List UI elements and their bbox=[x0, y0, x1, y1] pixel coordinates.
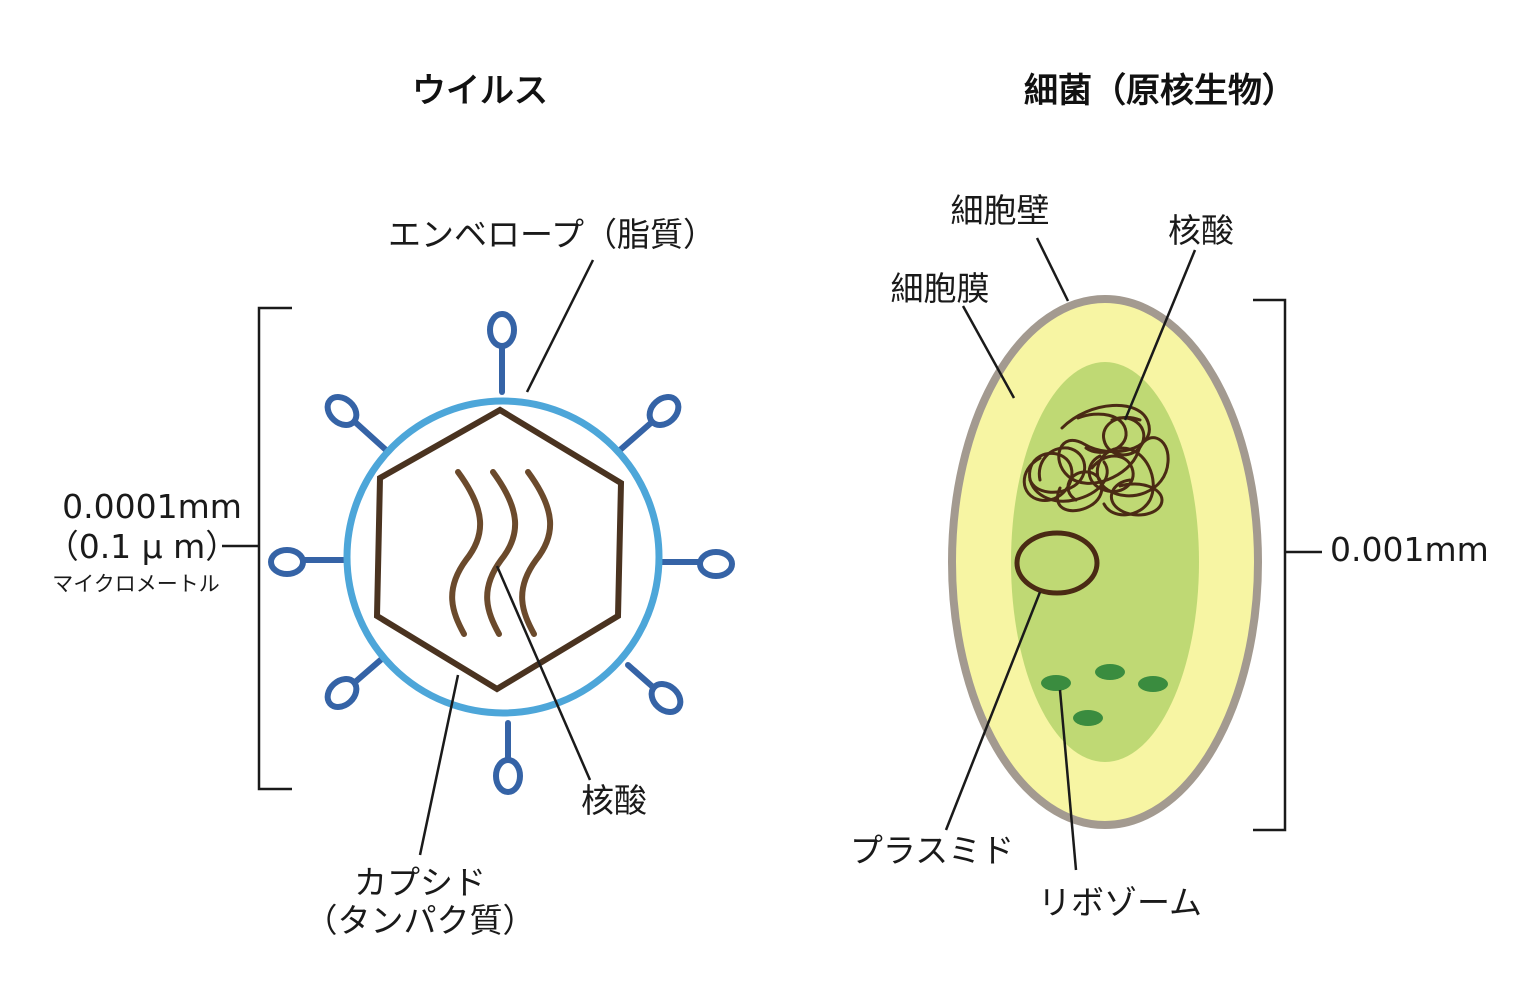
virus-title: ウイルス bbox=[412, 71, 548, 111]
ribosome bbox=[1073, 710, 1103, 726]
cell-membrane-label: 細胞膜 bbox=[890, 269, 990, 308]
ribosome bbox=[1041, 675, 1071, 691]
virus-diagram bbox=[222, 259, 735, 856]
bacteria-title: 細菌（原核生物） bbox=[1024, 71, 1296, 111]
spike-top-right bbox=[617, 394, 682, 453]
bacteria-nucleic-acid-leader bbox=[1123, 249, 1197, 421]
spike-bottom-right bbox=[625, 662, 684, 715]
bacteria-dna bbox=[1022, 403, 1170, 517]
bacteria-diagram bbox=[944, 237, 1322, 871]
spike-top bbox=[487, 311, 517, 395]
plasmid-label: プラスミド bbox=[849, 831, 1015, 870]
virus-size-micrometer: （0.1 μ m） bbox=[45, 527, 239, 566]
bacteria-inner-region bbox=[1011, 362, 1199, 762]
bacteria-size-bracket bbox=[1253, 298, 1322, 832]
cell-wall-leader bbox=[1035, 237, 1070, 302]
bacteria-plasmid bbox=[1014, 530, 1100, 596]
cell-membrane-leader bbox=[961, 305, 1016, 399]
bacteria-leader-lines bbox=[944, 237, 1197, 871]
virus-nucleic-acid bbox=[449, 469, 554, 637]
bacteria-size-label: 0.001mm bbox=[1330, 530, 1489, 569]
spike-left bbox=[268, 547, 349, 577]
capsid-label-line1: カプシド bbox=[354, 863, 486, 902]
spike-bottom bbox=[493, 720, 523, 795]
spike-top-left bbox=[324, 394, 389, 453]
virus-nucleic-acid-leader bbox=[495, 565, 592, 781]
spike-right bbox=[657, 549, 735, 579]
virus-leader-lines bbox=[418, 259, 595, 856]
plasmid-leader bbox=[944, 591, 1042, 831]
virus-nucleic-acid-label: 核酸 bbox=[581, 781, 647, 820]
virus-capsid bbox=[373, 406, 625, 693]
ribosome-leader bbox=[1058, 689, 1078, 871]
envelope-label: エンベロープ（脂質） bbox=[387, 215, 717, 254]
virus-size-bracket bbox=[222, 306, 292, 791]
virus-size-label: 0.0001mm bbox=[62, 487, 242, 526]
bacteria-nucleic-acid-label: 核酸 bbox=[1168, 211, 1234, 250]
spike-bottom-left bbox=[324, 654, 387, 710]
capsid-leader bbox=[418, 674, 460, 856]
virus-size-note: マイクロメートル bbox=[52, 572, 220, 596]
capsid-label-line2: （タンパク質） bbox=[304, 901, 536, 940]
ribosome bbox=[1138, 676, 1168, 692]
ribosome-label: リボゾーム bbox=[1037, 883, 1203, 922]
cell-wall-label: 細胞壁 bbox=[950, 191, 1050, 230]
ribosome bbox=[1095, 664, 1125, 680]
envelope-leader bbox=[525, 259, 595, 393]
virus-spikes bbox=[268, 311, 735, 795]
bacteria-ribosomes bbox=[1041, 664, 1168, 726]
